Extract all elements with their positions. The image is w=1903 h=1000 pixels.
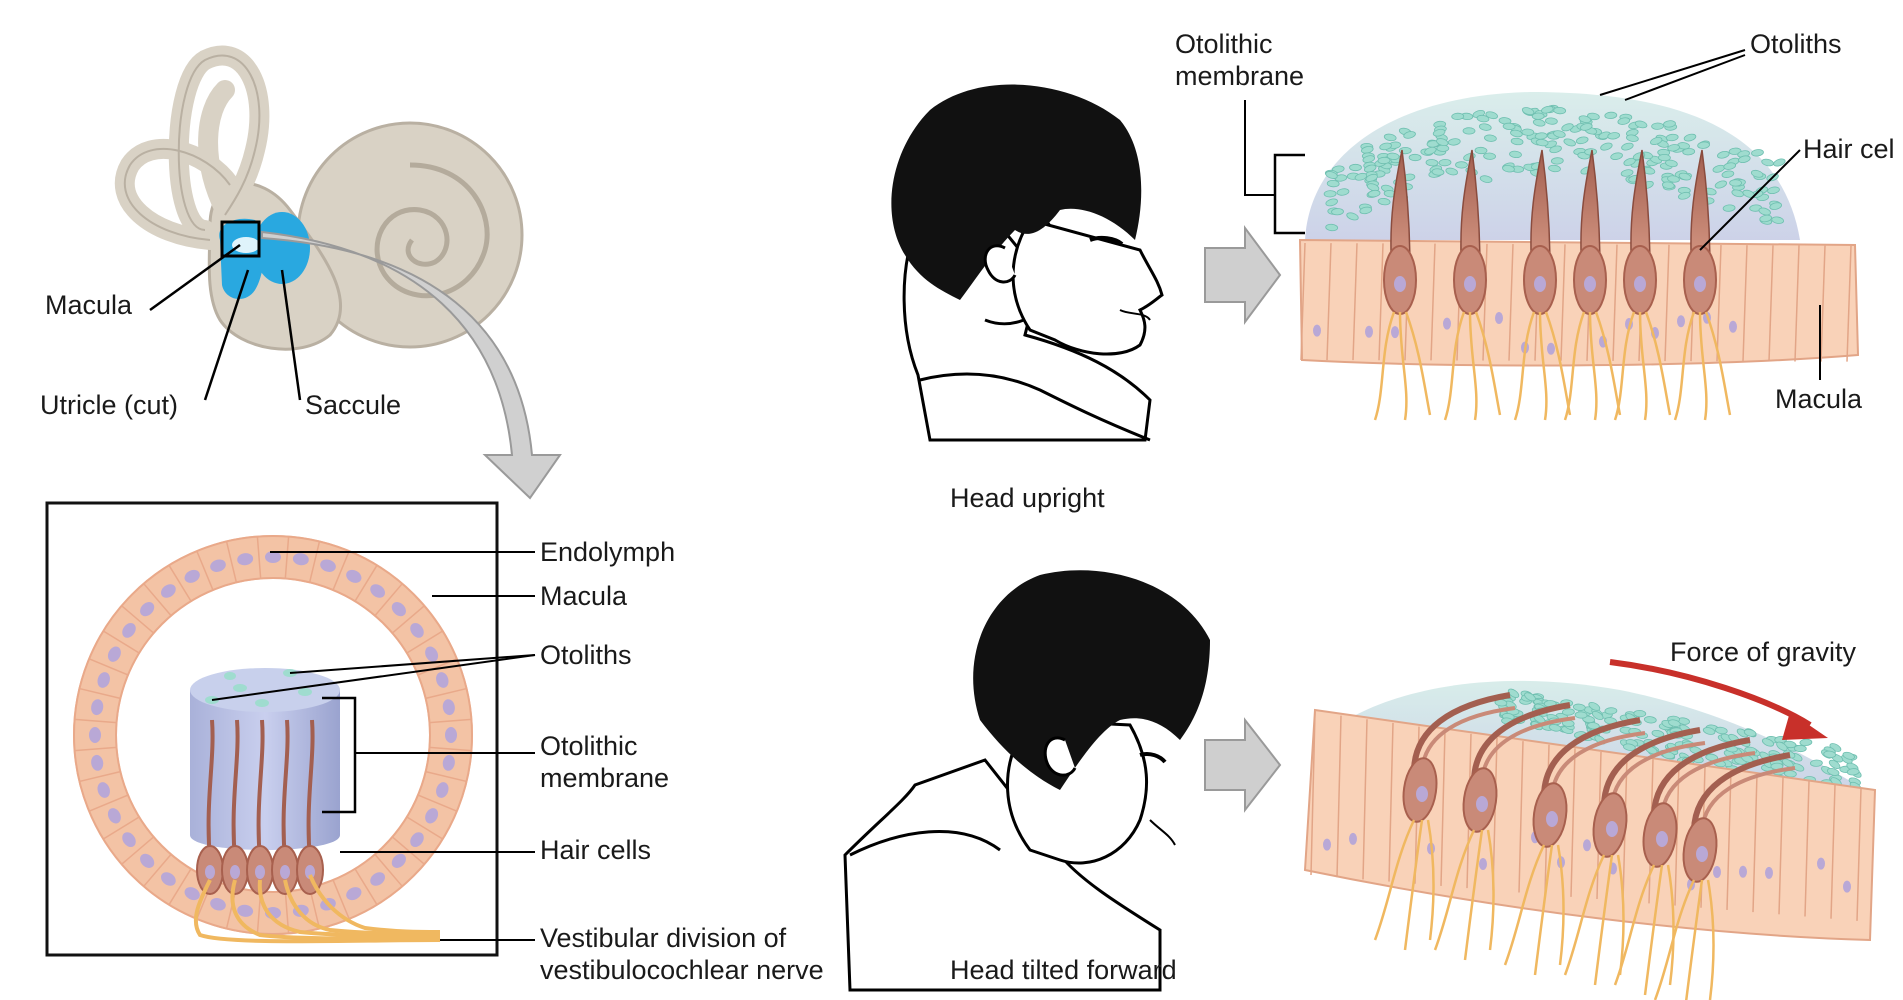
label-otoliths-section: Otoliths [540,640,632,670]
inner-ear-illustration [114,45,524,401]
macula-tilted [1303,659,1877,1000]
label-otolithic-membrane-section: Otolithic membrane [540,731,670,793]
label-head-upright: Head upright [950,483,1105,513]
label-utricle: Utricle (cut) [40,390,179,420]
label-endolymph: Endolymph [540,537,676,567]
cross-section [73,535,536,944]
arrow-tilted [1204,717,1282,813]
label-hair-cells-section: Hair cells [540,835,652,865]
arrow-upright [1204,224,1282,326]
label-saccule: Saccule [305,390,402,420]
label-vestibular-nerve: Vestibular division of vestibulocochlear… [540,923,824,985]
label-hair-cell-top: Hair cel [1803,134,1895,164]
otolithic-membrane-cylinder [190,690,340,850]
cochlea [296,121,524,349]
label-otolithic-membrane-top: Otolithic membrane [1175,29,1305,91]
label-head-tilted: Head tilted forward [950,955,1177,985]
saccule-shape [254,212,310,284]
head-tilted-illustration [843,570,1210,992]
label-macula-ear: Macula [45,290,133,320]
macula-selection-box [220,220,261,258]
head-upright-illustration [891,84,1164,442]
label-macula-top: Macula [1775,384,1863,414]
label-macula-section: Macula [540,581,628,611]
zoom-arrow [261,230,562,500]
label-force-of-gravity: Force of gravity [1670,637,1857,667]
label-otoliths-top: Otoliths [1750,29,1842,59]
macula-upright [1244,49,1860,421]
